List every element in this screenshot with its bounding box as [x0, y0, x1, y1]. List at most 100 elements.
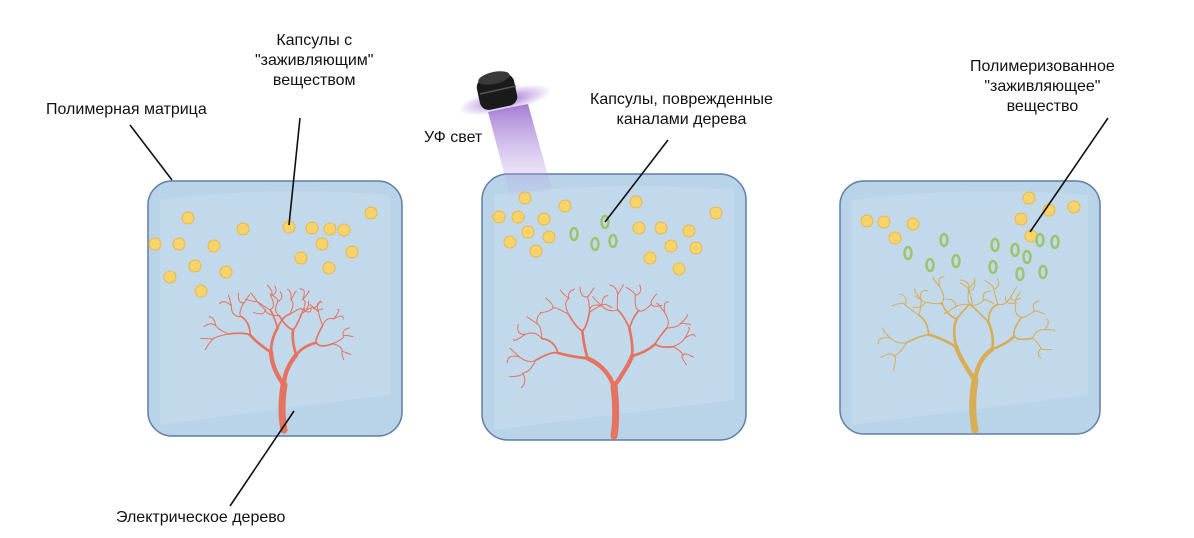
broken-capsules — [903, 232, 1060, 282]
broken-capsule — [951, 253, 961, 269]
tree-branch — [1020, 310, 1035, 319]
tree-branch — [333, 308, 340, 320]
capsule — [1022, 191, 1036, 205]
tree-branch — [568, 288, 576, 300]
tree-branch — [972, 347, 995, 383]
tree-branch — [581, 311, 591, 332]
label-line: Капсулы, поврежденные — [590, 91, 773, 108]
tree-branch — [509, 347, 520, 358]
tree-branch — [969, 377, 979, 434]
tree-branch — [663, 301, 669, 314]
electrical-tree — [200, 284, 354, 434]
tree-branch — [281, 352, 299, 388]
label-electrical-tree: Электрическое дерево — [116, 509, 286, 526]
capsule — [1067, 200, 1081, 214]
tree-branch — [600, 305, 619, 312]
tree-branch — [212, 333, 230, 340]
label-uv-light: УФ свет — [424, 129, 483, 146]
tree-branch — [905, 333, 930, 344]
tree-branch — [526, 316, 538, 325]
tree-branch — [208, 316, 217, 327]
tree-branch — [924, 301, 943, 305]
broken-capsule — [1038, 264, 1048, 280]
tree-branch — [616, 309, 631, 330]
leader-lines — [129, 117, 1109, 507]
capsule — [323, 222, 337, 236]
tree-branch — [230, 305, 243, 318]
tree-branch — [672, 337, 686, 348]
tree-branch — [656, 302, 666, 314]
capsule — [163, 270, 177, 284]
panel-uv — [481, 173, 747, 441]
capsule — [664, 239, 678, 253]
tree-branch — [601, 295, 609, 306]
tree-branch — [899, 293, 907, 306]
label-damaged-capsules: Капсулы, поврежденные каналами дерева — [590, 90, 773, 130]
tree-branch — [601, 303, 613, 309]
broken-capsules — [569, 214, 618, 252]
tree-branch — [585, 356, 617, 389]
capsule — [236, 222, 250, 236]
tree-branch — [969, 299, 985, 306]
tree-branch — [914, 295, 926, 303]
tree-branch — [892, 355, 897, 371]
capsule — [181, 211, 195, 225]
tree-branch — [610, 383, 620, 440]
capsule — [364, 206, 378, 220]
tree-branch — [219, 301, 232, 307]
capsule — [1014, 212, 1028, 226]
tree-branch — [681, 355, 687, 366]
tree-branch — [889, 337, 907, 344]
tree-branch — [1043, 318, 1049, 331]
broken-capsule — [600, 214, 610, 230]
tree-branch — [955, 303, 974, 308]
tree-branch — [309, 304, 320, 313]
broken-capsule — [1035, 232, 1045, 248]
tree-branch — [664, 312, 669, 329]
tree-branch — [581, 329, 589, 360]
tree-branch — [237, 292, 245, 304]
tree-branch — [301, 299, 306, 315]
capsule — [492, 210, 506, 224]
tree-branch — [517, 323, 526, 335]
tree-branch — [332, 343, 343, 352]
capsule — [629, 195, 643, 209]
tree-branch — [567, 313, 584, 332]
tree-branch — [512, 333, 526, 341]
tree-branch — [918, 299, 922, 316]
tree-branch — [215, 325, 230, 335]
tree-branch — [1043, 329, 1056, 332]
capsule — [558, 199, 572, 213]
tree-branch — [200, 337, 214, 340]
tree-branch — [666, 322, 681, 329]
capsule — [682, 224, 696, 238]
panel-initial — [147, 180, 403, 437]
tree-branch — [684, 334, 696, 339]
tree-branch — [343, 334, 354, 338]
tree-branch — [938, 276, 945, 288]
tree-branch — [299, 288, 305, 301]
tree-branch — [315, 341, 334, 347]
tree-branch — [617, 284, 625, 295]
broken-capsule — [569, 226, 579, 242]
label-line: "заживляющее" — [984, 78, 1101, 95]
tree-branch — [616, 293, 619, 311]
tree-branch — [920, 290, 929, 301]
broken-capsule — [988, 259, 998, 275]
tree-branch — [968, 281, 976, 293]
capsule — [672, 262, 686, 276]
tree-branch — [880, 353, 895, 358]
tree-branch — [1009, 296, 1022, 301]
tree-branch — [506, 355, 520, 364]
tree-branch — [953, 344, 978, 383]
tree-branch — [609, 284, 619, 295]
tree-branch — [932, 276, 941, 288]
tree-branch — [634, 284, 642, 296]
tree-branch — [536, 312, 542, 325]
tree-branch — [959, 279, 970, 289]
tree-branch — [269, 308, 279, 329]
tree-branch — [579, 286, 588, 298]
tree-branch — [250, 292, 258, 303]
tree-branch — [987, 303, 999, 323]
tree-branch — [682, 353, 694, 358]
